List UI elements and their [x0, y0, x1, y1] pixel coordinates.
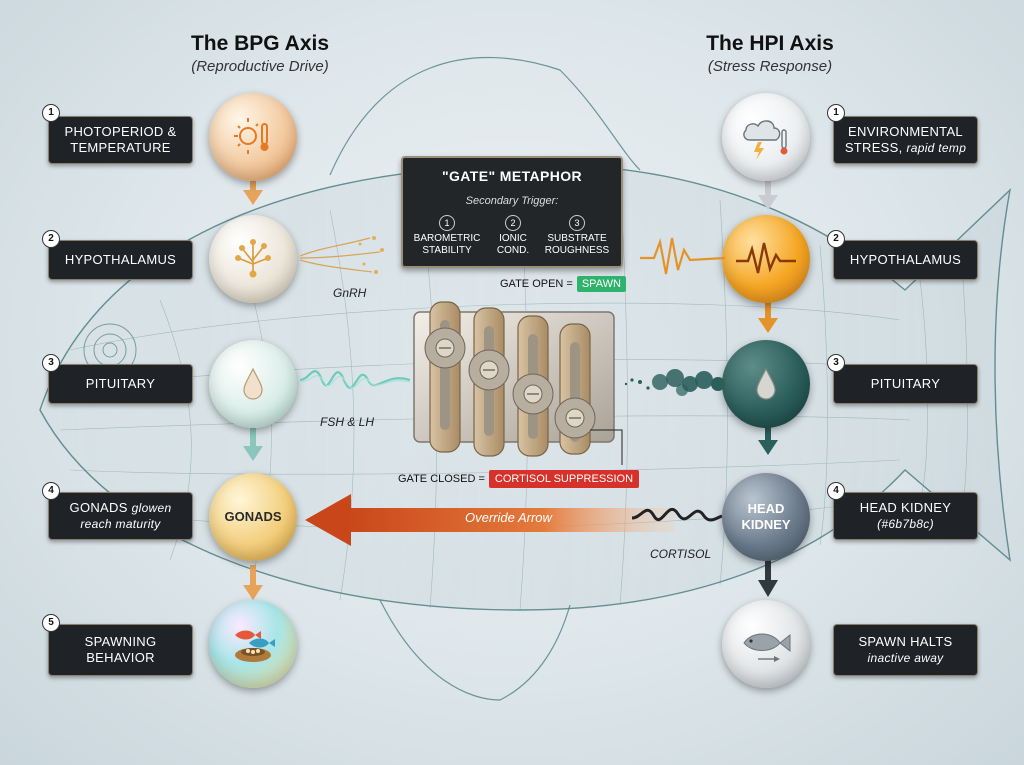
hpi-step-2-label: Hypothalamus [849, 252, 962, 267]
trigger-3-line2: Roughness [544, 245, 610, 256]
orb-gonads: Gonads [209, 473, 297, 561]
stress-spike-icon [736, 242, 796, 274]
gate-subtitle: Secondary Trigger: [465, 195, 559, 207]
orb-head-kidney: Head Kidney [722, 473, 810, 561]
gate-closed-value: CORTISOL SUPPRESSION [488, 470, 640, 488]
pituitary-drop-icon [756, 367, 776, 400]
bpg-step-4-box: Gonads glowen reach maturity [48, 492, 193, 540]
hormone-fsh-lh-label: FSH & LH [320, 415, 375, 429]
hpi-step-5-label: Spawn Halts [858, 634, 953, 649]
trigger-2-num: 2 [505, 215, 521, 231]
hpi-step-3-badge: 3 [827, 354, 845, 372]
cortisol-wave-icon [632, 507, 722, 522]
hormone-gnrh-label: GnRH [333, 286, 367, 300]
trigger-2-line2: Cond. [496, 245, 530, 256]
hpi-step-5-box: Spawn Halts inactive away [833, 624, 978, 676]
bpg-step-4-label-line2: reach maturity [80, 517, 161, 531]
hpi-step-1-label-sub: Stress, [844, 140, 903, 155]
bpg-axis-subtitle: (Reproductive Drive) [191, 58, 329, 75]
bpg-step-1-label: Photoperiod & [64, 124, 177, 139]
storm-cloud-icon [743, 120, 788, 160]
trigger-3: 3 Substrate Roughness [537, 215, 617, 257]
orb-spawning [209, 600, 297, 688]
bpg-step-4-label-em: glowen [131, 501, 172, 515]
trigger-3-line1: Substrate [547, 233, 607, 244]
hpi-step-1-badge: 1 [827, 104, 845, 122]
pituitary-drop-icon [243, 367, 263, 400]
hpi-step-1-label: Environmental [848, 124, 963, 139]
gate-open-label: GATE OPEN = [500, 278, 573, 290]
bpg-step-4-badge: 4 [42, 482, 60, 500]
orb-spawn-halts [722, 600, 810, 688]
bpg-step-5-label: Spawning [84, 634, 157, 649]
hpi-axis-title: The HPI Axis [706, 32, 834, 55]
bpg-step-1-label-sub: Temperature [70, 140, 171, 155]
hpi-axis-subtitle: (Stress Response) [707, 58, 833, 75]
gnrh-particles-icon [300, 236, 384, 274]
orb-pituitary-hpi [722, 340, 810, 428]
hpi-step-4-label-line2: (#6b7b8c) [877, 517, 934, 531]
bpg-step-3-badge: 3 [42, 354, 60, 372]
bpg-step-4-label: Gonads [69, 500, 128, 515]
orb-hypothalamus-hpi [722, 215, 810, 303]
bpg-step-5-box: Spawning Behavior [48, 624, 193, 676]
gate-title: "GATE" METAPHOR [441, 168, 583, 184]
orb-environmental-stress [722, 93, 810, 181]
fish-nest-icon [235, 630, 275, 662]
hormone-cortisol-label: CORTISOL [650, 547, 712, 561]
trigger-2-line1: Ionic [499, 233, 527, 244]
hpi-step-2-badge: 2 [827, 230, 845, 248]
trigger-3-num: 3 [569, 215, 585, 231]
bpg-step-1-box: Photoperiod & Temperature [48, 116, 193, 164]
trigger-2: 2 Ionic Cond. [473, 215, 553, 257]
fsh-lh-wave-icon [300, 370, 410, 389]
orb-pituitary-bpg [209, 340, 297, 428]
hpi-step-4-box: Head Kidney (#6b7b8c) [833, 492, 978, 540]
bpg-step-1-badge: 1 [42, 104, 60, 122]
hpi-step-1-box: Environmental Stress, rapid temp [833, 116, 978, 164]
bpg-step-3-label: Pituitary [85, 376, 156, 391]
orb-head-kidney-label: Head Kidney [741, 501, 790, 533]
neuron-icon [235, 239, 271, 278]
trigger-1-line2: Stability [422, 245, 472, 256]
override-arrow [305, 494, 675, 546]
orb-gonads-label: Gonads [224, 509, 282, 524]
gate-open-value: SPAWN [576, 276, 626, 292]
hpi-step-5-label-line2: inactive away [867, 651, 944, 665]
gate-open-row: GATE OPEN = SPAWN [500, 276, 626, 292]
orb-hypothalamus-bpg [209, 215, 297, 303]
hpi-step-2-box: Hypothalamus [833, 240, 978, 280]
trigger-1: 1 Barometric Stability [407, 215, 487, 257]
orb-head-kidney-line1: Head [747, 501, 785, 516]
bpg-step-2-label: Hypothalamus [64, 252, 177, 267]
bpg-step-5-label-sub: Behavior [86, 650, 155, 665]
sun-thermometer-icon [234, 118, 269, 154]
stress-signal-wave-icon [640, 237, 725, 275]
hpi-step-1-label-em: rapid temp [906, 141, 967, 155]
override-arrow-label: Override Arrow [465, 510, 552, 525]
acth-particles-icon [624, 369, 725, 396]
hpi-step-3-label: Pituitary [870, 376, 941, 391]
trigger-1-line1: Barometric [413, 233, 481, 244]
gate-closed-label: GATE CLOSED = [398, 473, 485, 485]
gate-mechanism-illustration [413, 301, 623, 465]
hpi-step-4-badge: 4 [827, 482, 845, 500]
orb-head-kidney-line2: Kidney [741, 517, 791, 532]
gate-metaphor-panel: "GATE" METAPHOR Secondary Trigger: 1 Bar… [401, 156, 623, 268]
bpg-step-3-box: Pituitary [48, 364, 193, 404]
bpg-step-5-badge: 5 [42, 614, 60, 632]
bpg-step-2-badge: 2 [42, 230, 60, 248]
hpi-step-3-box: Pituitary [833, 364, 978, 404]
bpg-step-2-box: Hypothalamus [48, 240, 193, 280]
bpg-axis-title: The BPG Axis [190, 32, 330, 55]
fish-icon [743, 633, 791, 662]
gate-closed-row: GATE CLOSED = CORTISOL SUPPRESSION [398, 470, 640, 488]
orb-photoperiod [209, 93, 297, 181]
hpi-step-4-label: Head Kidney [859, 500, 952, 515]
trigger-1-num: 1 [439, 215, 455, 231]
